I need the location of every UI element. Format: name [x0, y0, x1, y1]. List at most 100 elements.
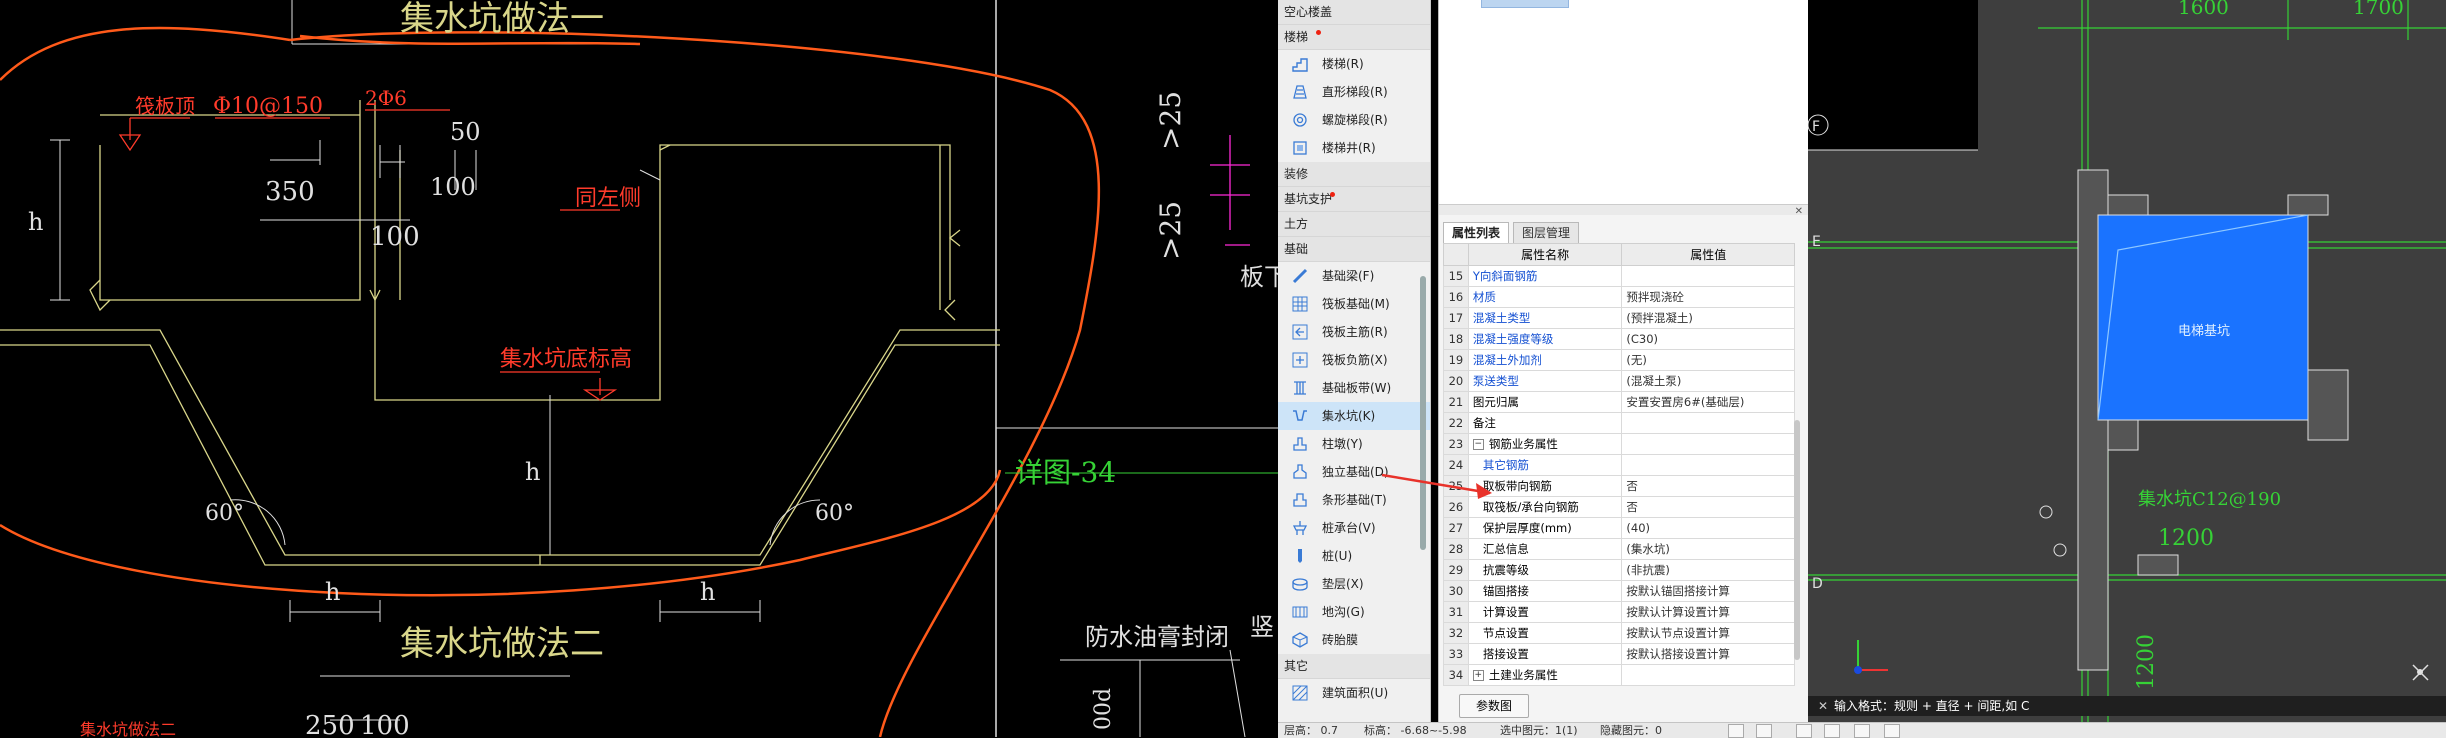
nav-item-raft-neg-rebar[interactable]: 筏板负筋(X): [1278, 346, 1430, 374]
cad-canvas-left[interactable]: 集水坑做法一 集水坑做法二 Φ10@150 筏板顶 2Φ6 同左侧 集水坑底标高…: [0, 0, 1278, 737]
nav-item-trench[interactable]: 地沟(G): [1278, 598, 1430, 626]
tab-layer-management[interactable]: 图层管理: [1513, 222, 1580, 243]
column-pier-icon: [1292, 436, 1308, 452]
pane-splitter[interactable]: [1439, 204, 1809, 215]
nav-item-strip-footing[interactable]: 条形基础(T): [1278, 486, 1430, 514]
property-value[interactable]: (40): [1621, 517, 1795, 539]
expand-icon[interactable]: +: [1472, 670, 1484, 681]
close-icon[interactable]: ✕: [1818, 699, 1829, 713]
property-value[interactable]: 否: [1621, 475, 1795, 497]
property-value[interactable]: 否: [1621, 496, 1795, 518]
property-value[interactable]: [1621, 454, 1795, 476]
lineweight-toggle-button[interactable]: [1884, 724, 1900, 738]
nav-item-isolated-footing[interactable]: 独立基础(D): [1278, 458, 1430, 486]
nav-item-foundation-beam[interactable]: 基础梁(F): [1278, 262, 1430, 290]
same-side-label: 同左侧: [575, 186, 641, 211]
nav-item-spiral-flight[interactable]: 螺旋梯段(R): [1278, 106, 1430, 134]
property-value[interactable]: 安置安置房6#(基础层): [1621, 391, 1795, 413]
collapse-icon[interactable]: −: [1472, 439, 1484, 450]
property-value[interactable]: (混凝土泵): [1621, 370, 1795, 392]
nav-section-decoration[interactable]: 装修: [1278, 162, 1430, 187]
property-value[interactable]: [1621, 664, 1795, 686]
nav-item-raft-foundation[interactable]: 筏板基础(M): [1278, 290, 1430, 318]
property-name-text: 混凝土强度等级: [1472, 332, 1554, 346]
property-value[interactable]: [1621, 265, 1795, 287]
nav-item-pile[interactable]: 桩(U): [1278, 542, 1430, 570]
selected-component-chip[interactable]: [1481, 0, 1569, 8]
nav-item-sump-pit[interactable]: 集水坑(K): [1278, 402, 1430, 430]
row-number: 18: [1443, 328, 1469, 350]
snap-toggle-button[interactable]: [1728, 724, 1744, 738]
property-scrollbar[interactable]: [1794, 420, 1800, 660]
property-value[interactable]: 预拌现浇砼: [1621, 286, 1795, 308]
nav-item-brick-mold[interactable]: 砖胎膜: [1278, 626, 1430, 654]
elevator-pit-shape[interactable]: [2097, 214, 2309, 421]
nav-item-pile-cap[interactable]: 桩承台(V): [1278, 514, 1430, 542]
nav-section-earthwork[interactable]: 土方: [1278, 212, 1430, 237]
nav-section-stairs[interactable]: 楼梯: [1278, 25, 1430, 50]
property-value[interactable]: (预拌混凝土): [1621, 307, 1795, 329]
nav-item-stairwell[interactable]: 楼梯井(R): [1278, 134, 1430, 162]
section-label: 装修: [1284, 167, 1309, 181]
polar-toggle-button[interactable]: [1824, 724, 1840, 738]
pile-cap-icon: [1292, 520, 1308, 536]
nav-section-pit-support[interactable]: 基坑支护: [1278, 187, 1430, 212]
nav-item-stair[interactable]: 楼梯(R): [1278, 50, 1430, 78]
nav-item-building-area[interactable]: 建筑面积(U): [1278, 679, 1430, 707]
nav-item-slab-strip[interactable]: 基础板带(W): [1278, 374, 1430, 402]
axis-e-label: E: [1812, 234, 1821, 250]
property-value[interactable]: [1621, 412, 1795, 434]
nav-section-hollow-floor[interactable]: 空心楼盖: [1278, 0, 1430, 25]
cad-canvas-right[interactable]: 电梯基坑 F E D 1600 1700 集水坑C12@190 1200 120…: [1808, 0, 2446, 737]
nav-section-foundation[interactable]: 基础: [1278, 237, 1430, 262]
ortho-toggle-button[interactable]: [1756, 724, 1772, 738]
property-name: 取板带向钢筋: [1467, 475, 1623, 497]
property-value[interactable]: 按默认搭接设置计算: [1621, 643, 1795, 665]
row-number: 32: [1443, 622, 1469, 644]
property-value[interactable]: (非抗震): [1621, 559, 1795, 581]
property-value[interactable]: [1621, 433, 1795, 455]
nav-item-straight-flight[interactable]: 直形梯段(R): [1278, 78, 1430, 106]
property-row[interactable]: 34+土建业务属性: [1443, 664, 1795, 686]
osnap-toggle-button[interactable]: [1854, 724, 1870, 738]
command-bar[interactable]: ✕ 输入格式：规则 + 直径 + 间距,如 C: [1808, 696, 2446, 716]
row-number: 24: [1443, 454, 1469, 476]
nav-item-column-pier[interactable]: 柱墩(Y): [1278, 430, 1430, 458]
grid-toggle-button[interactable]: [1796, 724, 1812, 738]
nav-item-cushion[interactable]: 垫层(X): [1278, 570, 1430, 598]
close-icon[interactable]: ✕: [1794, 206, 1803, 217]
property-value[interactable]: 按默认锚固搭接计算: [1621, 580, 1795, 602]
property-value[interactable]: 按默认计算设置计算: [1621, 601, 1795, 623]
nav-item-raft-main-rebar[interactable]: 筏板主筋(R): [1278, 318, 1430, 346]
property-name-text: 泵送类型: [1472, 374, 1519, 388]
component-list-pane[interactable]: [1439, 0, 1809, 204]
property-value[interactable]: (C30): [1621, 328, 1795, 350]
reference-diagram-button[interactable]: 参数图: [1459, 694, 1529, 718]
nav-scrollbar[interactable]: [1420, 276, 1426, 550]
dim-350: 350: [265, 177, 315, 207]
property-value[interactable]: 按默认节点设置计算: [1621, 622, 1795, 644]
property-row[interactable]: 23−钢筋业务属性: [1443, 433, 1795, 455]
property-value[interactable]: (集水坑): [1621, 538, 1795, 560]
tab-property-list[interactable]: 属性列表: [1443, 222, 1510, 243]
nav-section-other[interactable]: 其它: [1278, 654, 1430, 679]
property-value[interactable]: (无): [1621, 349, 1795, 371]
